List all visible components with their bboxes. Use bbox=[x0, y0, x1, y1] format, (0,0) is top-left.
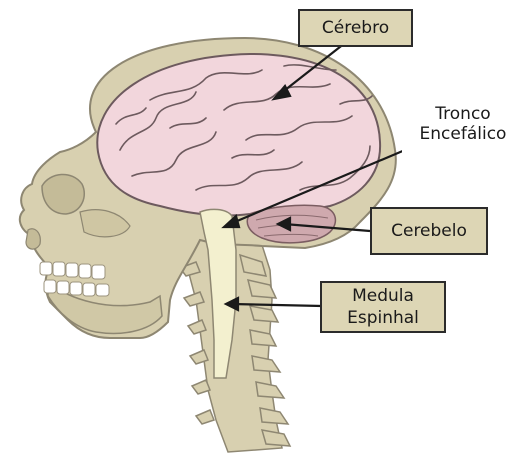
label-medula-line1: Medula bbox=[347, 285, 419, 307]
label-medula-espinhal: Medula Espinhal bbox=[320, 281, 446, 333]
label-medula-line2: Espinhal bbox=[347, 307, 419, 329]
label-cerebelo-text: Cerebelo bbox=[391, 221, 467, 242]
label-tronco-line1: Tronco bbox=[402, 104, 524, 124]
label-cerebro-text: Cérebro bbox=[322, 18, 389, 39]
label-tronco-line2: Encefálico bbox=[402, 124, 524, 144]
label-cerebro: Cérebro bbox=[298, 9, 413, 47]
label-cerebelo: Cerebelo bbox=[370, 207, 488, 255]
label-tronco-encefalico: Tronco Encefálico bbox=[402, 104, 524, 164]
